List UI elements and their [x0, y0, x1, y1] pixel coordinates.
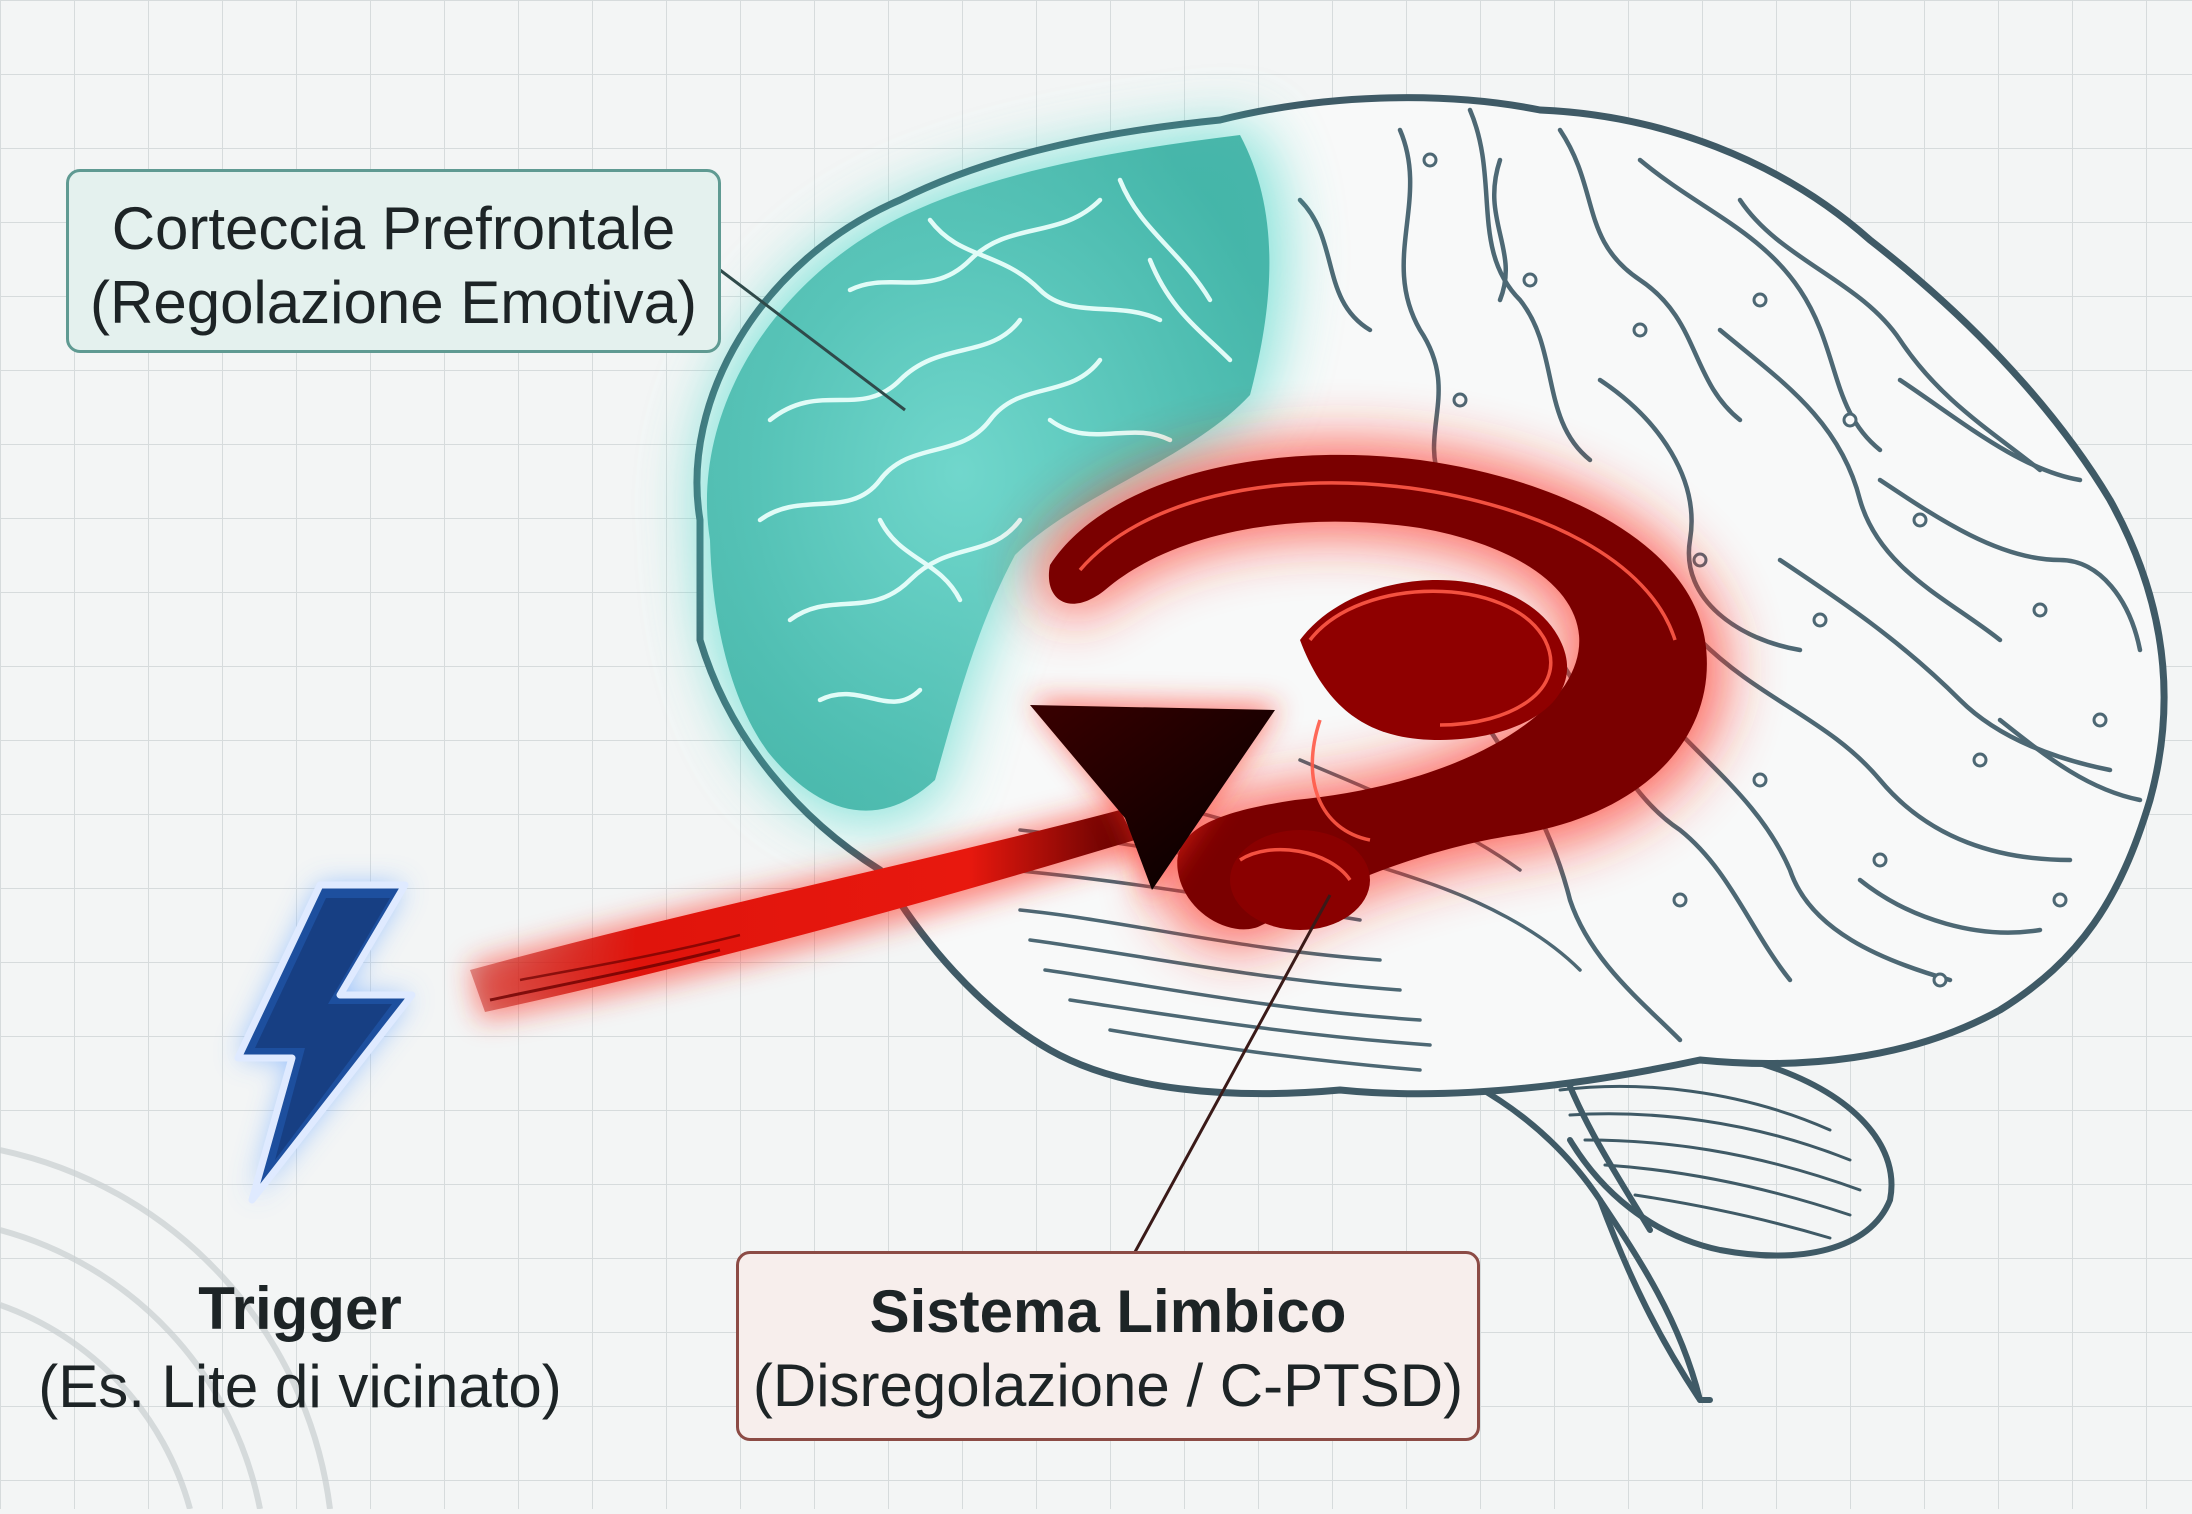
limbic-system-label: Sistema Limbico (Disregolazione / C-PTSD…	[736, 1251, 1480, 1441]
trigger-title: Trigger	[0, 1270, 600, 1348]
limbic-title: Sistema Limbico	[739, 1275, 1477, 1349]
prefrontal-subtitle: (Regolazione Emotiva)	[69, 266, 718, 340]
limbic-subtitle: (Disregolazione / C-PTSD)	[739, 1349, 1477, 1423]
prefrontal-cortex-label: Corteccia Prefrontale (Regolazione Emoti…	[66, 169, 721, 353]
trigger-label: Trigger (Es. Lite di vicinato)	[0, 1270, 600, 1426]
prefrontal-title: Corteccia Prefrontale	[69, 192, 718, 266]
trigger-subtitle: (Es. Lite di vicinato)	[0, 1348, 600, 1426]
